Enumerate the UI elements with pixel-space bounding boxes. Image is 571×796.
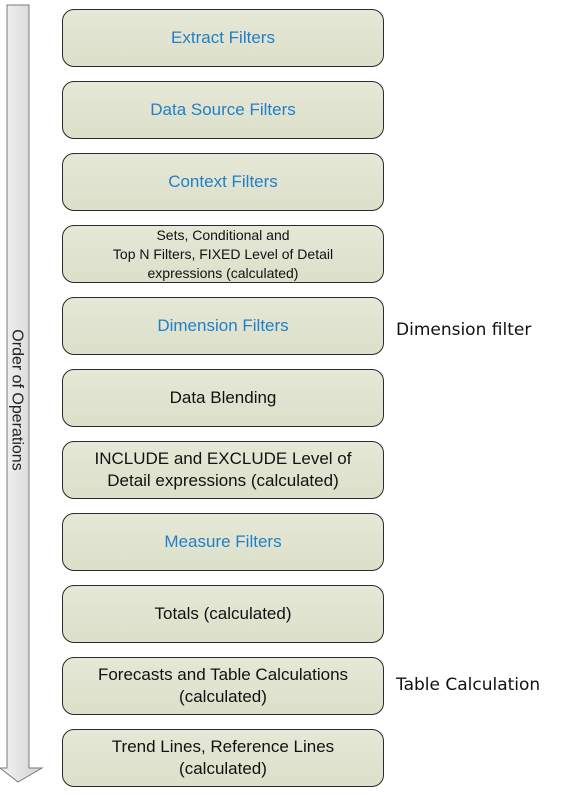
step-extract-filters: Extract Filters: [62, 9, 384, 67]
step-measure-filters: Measure Filters: [62, 513, 384, 571]
order-arrow: Order of Operations: [0, 4, 46, 786]
table-calculation-annotation: Table Calculation: [396, 675, 541, 695]
dimension-filter-annotation: Dimension filter: [396, 320, 532, 340]
step-context-filters: Context Filters: [62, 153, 384, 211]
step-data-blending: Data Blending: [62, 369, 384, 427]
down-arrow-icon: [0, 4, 44, 783]
step-trend-reference-lines: Trend Lines, Reference Lines (calculated…: [62, 729, 384, 787]
step-forecasts-table-calcs: Forecasts and Table Calculations (calcul…: [62, 657, 384, 715]
step-sets-topn-fixed-lod: Sets, Conditional and Top N Filters, FIX…: [62, 225, 384, 283]
step-dimension-filters: Dimension Filters: [62, 297, 384, 355]
step-data-source-filters: Data Source Filters: [62, 81, 384, 139]
step-totals: Totals (calculated): [62, 585, 384, 643]
step-include-exclude-lod: INCLUDE and EXCLUDE Level of Detail expr…: [62, 441, 384, 499]
